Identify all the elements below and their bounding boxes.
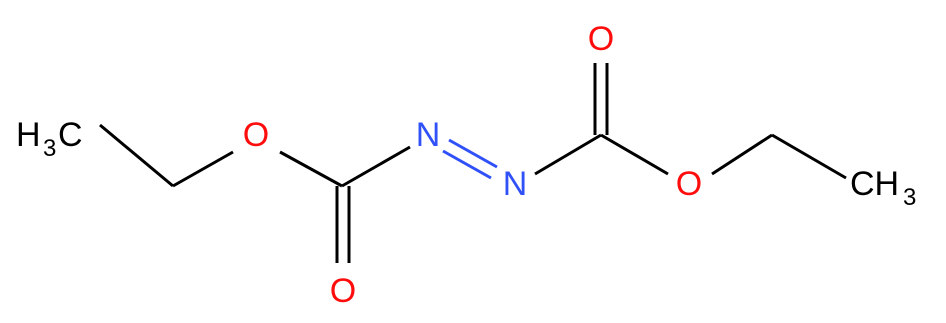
ether-oxygen-right: O: [676, 165, 702, 203]
ether-oxygen-left: O: [243, 116, 269, 154]
atoms: H 3 C O O N N O O CH 3: [16, 20, 916, 310]
methyl-right-ch: CH: [850, 165, 899, 203]
carbonyl-oxygen-left: O: [330, 272, 356, 310]
nitrogen-left: N: [416, 116, 441, 154]
methyl-left-h: H: [16, 116, 41, 154]
bond-c-o-right: [600, 133, 669, 176]
bond-o-c-left: [279, 150, 343, 188]
bond-ch3-ch2-left: [99, 123, 174, 188]
methyl-left-c: C: [58, 116, 83, 154]
nitrogen-right: N: [503, 165, 528, 203]
bond-c-n-left: [341, 145, 411, 188]
methyl-right-subscript: 3: [903, 184, 916, 211]
methyl-left-subscript: 3: [43, 135, 56, 162]
bonds: [99, 63, 847, 263]
bond-n-n-double-a: [448, 138, 498, 169]
bond-n-c-right: [534, 133, 602, 176]
bond-ch2-o-left: [172, 150, 234, 188]
bond-o-ch2-right: [711, 133, 773, 176]
bond-n-n-double-b: [442, 149, 492, 180]
bond-ch2-ch3-right: [771, 133, 847, 180]
carbonyl-oxygen-right: O: [588, 20, 614, 58]
